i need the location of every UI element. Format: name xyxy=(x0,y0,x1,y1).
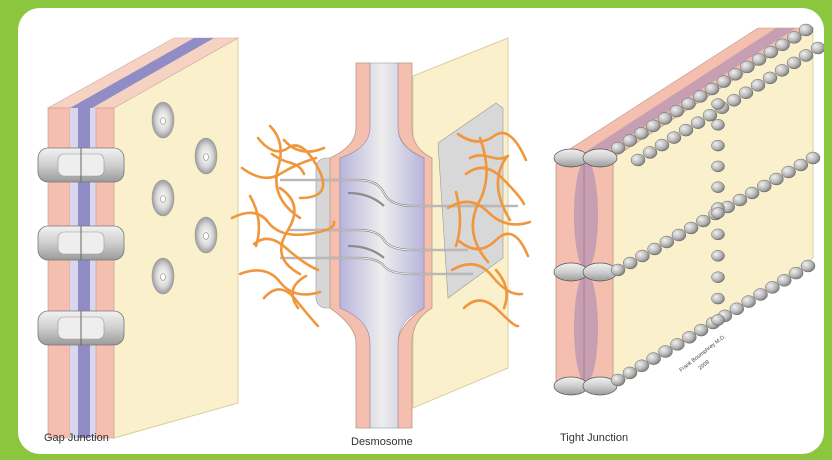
claudin-bead xyxy=(659,346,673,358)
claudin-bead xyxy=(799,24,813,36)
claudin-bead xyxy=(703,109,717,121)
claudin-bead xyxy=(667,132,681,144)
claudin-bead xyxy=(712,99,725,110)
gap-cytoplasm-panel xyxy=(114,38,238,438)
claudin-bead xyxy=(643,147,657,159)
claudin-bead xyxy=(672,229,686,241)
claudin-bead xyxy=(712,119,725,130)
claudin-bead xyxy=(611,264,625,276)
claudin-bead xyxy=(757,180,771,192)
claudin-bead xyxy=(717,76,731,88)
claudin-bead xyxy=(751,79,765,91)
desmosome-figure xyxy=(232,38,530,428)
claudin-bead xyxy=(705,83,719,95)
claudin-bead xyxy=(754,289,768,301)
claudin-bead xyxy=(787,57,801,69)
claudin-bead xyxy=(775,64,789,76)
claudin-bead xyxy=(806,152,820,164)
diagram-card: Frank Boumphrey M.D. 2009 Gap Junction D… xyxy=(18,8,824,454)
claudin-bead xyxy=(764,46,778,58)
claudin-bead xyxy=(742,296,756,308)
claudin-bead xyxy=(745,187,759,199)
claudin-bead xyxy=(623,135,637,147)
claudin-bead xyxy=(693,90,707,102)
claudin-bead xyxy=(739,87,753,99)
claudin-bead xyxy=(782,166,796,178)
claudin-bead xyxy=(712,182,725,193)
claudin-bead xyxy=(789,267,803,279)
claudin-bead xyxy=(646,120,660,132)
claudin-bead xyxy=(730,303,744,315)
claudin-bead xyxy=(733,194,747,206)
claudin-bead xyxy=(660,236,674,248)
claudin-bead xyxy=(635,127,649,139)
claudin-bead xyxy=(635,250,649,262)
claudin-bead xyxy=(765,281,779,293)
claudin-bead xyxy=(777,274,791,286)
claudin-bead xyxy=(712,229,725,240)
claudin-bead xyxy=(801,260,815,272)
claudin-bead xyxy=(694,324,708,336)
claudin-bead xyxy=(752,54,766,66)
claudin-bead xyxy=(611,142,625,154)
tight-fusion-lens-upper xyxy=(574,160,598,270)
claudin-bead xyxy=(679,124,693,136)
claudin-bead xyxy=(776,39,790,51)
claudin-bead xyxy=(799,50,813,62)
claudin-bead xyxy=(712,272,725,283)
claudin-bead xyxy=(684,222,698,234)
claudin-bead xyxy=(712,140,725,151)
claudin-bead xyxy=(696,215,710,227)
claudin-bead xyxy=(655,139,669,151)
claudin-bead xyxy=(648,243,662,255)
claudin-bead xyxy=(794,159,808,171)
gap-connexon-3 xyxy=(38,311,124,345)
claudin-bead xyxy=(769,173,783,185)
claudin-bead xyxy=(670,338,684,350)
claudin-bead xyxy=(712,161,725,172)
claudin-bead xyxy=(763,72,777,84)
credit-year: 2009 xyxy=(698,359,711,371)
claudin-bead xyxy=(691,117,705,129)
claudin-bead xyxy=(647,353,661,365)
claudin-bead xyxy=(631,154,645,166)
tight-fusion-lens-lower xyxy=(574,273,598,383)
claudin-bead xyxy=(811,42,824,54)
claudin-bead xyxy=(727,94,741,106)
claudin-bead xyxy=(658,113,672,125)
claudin-bead xyxy=(729,68,743,80)
caption-tight-junction: Tight Junction xyxy=(560,432,628,444)
claudin-bead xyxy=(787,31,801,43)
claudin-bead xyxy=(682,331,696,343)
claudin-bead xyxy=(611,374,625,386)
claudin-bead xyxy=(712,250,725,261)
gap-junction-figure xyxy=(38,38,238,438)
claudin-bead xyxy=(635,360,649,372)
claudin-bead xyxy=(670,105,684,117)
tight-junction-figure: Frank Boumphrey M.D. 2009 xyxy=(554,24,824,395)
claudin-bead xyxy=(682,98,696,110)
claudin-bead xyxy=(623,367,637,379)
claudin-bead xyxy=(623,257,637,269)
cell-junctions-illustration: Frank Boumphrey M.D. 2009 xyxy=(18,8,824,454)
caption-gap-junction: Gap Junction xyxy=(44,432,109,444)
claudin-bead xyxy=(712,208,725,219)
gap-connexon-1 xyxy=(38,148,124,182)
claudin-bead xyxy=(740,61,754,73)
claudin-bead xyxy=(712,315,725,326)
claudin-bead xyxy=(712,293,725,304)
gap-connexon-2 xyxy=(38,226,124,260)
caption-desmosome: Desmosome xyxy=(351,436,413,448)
